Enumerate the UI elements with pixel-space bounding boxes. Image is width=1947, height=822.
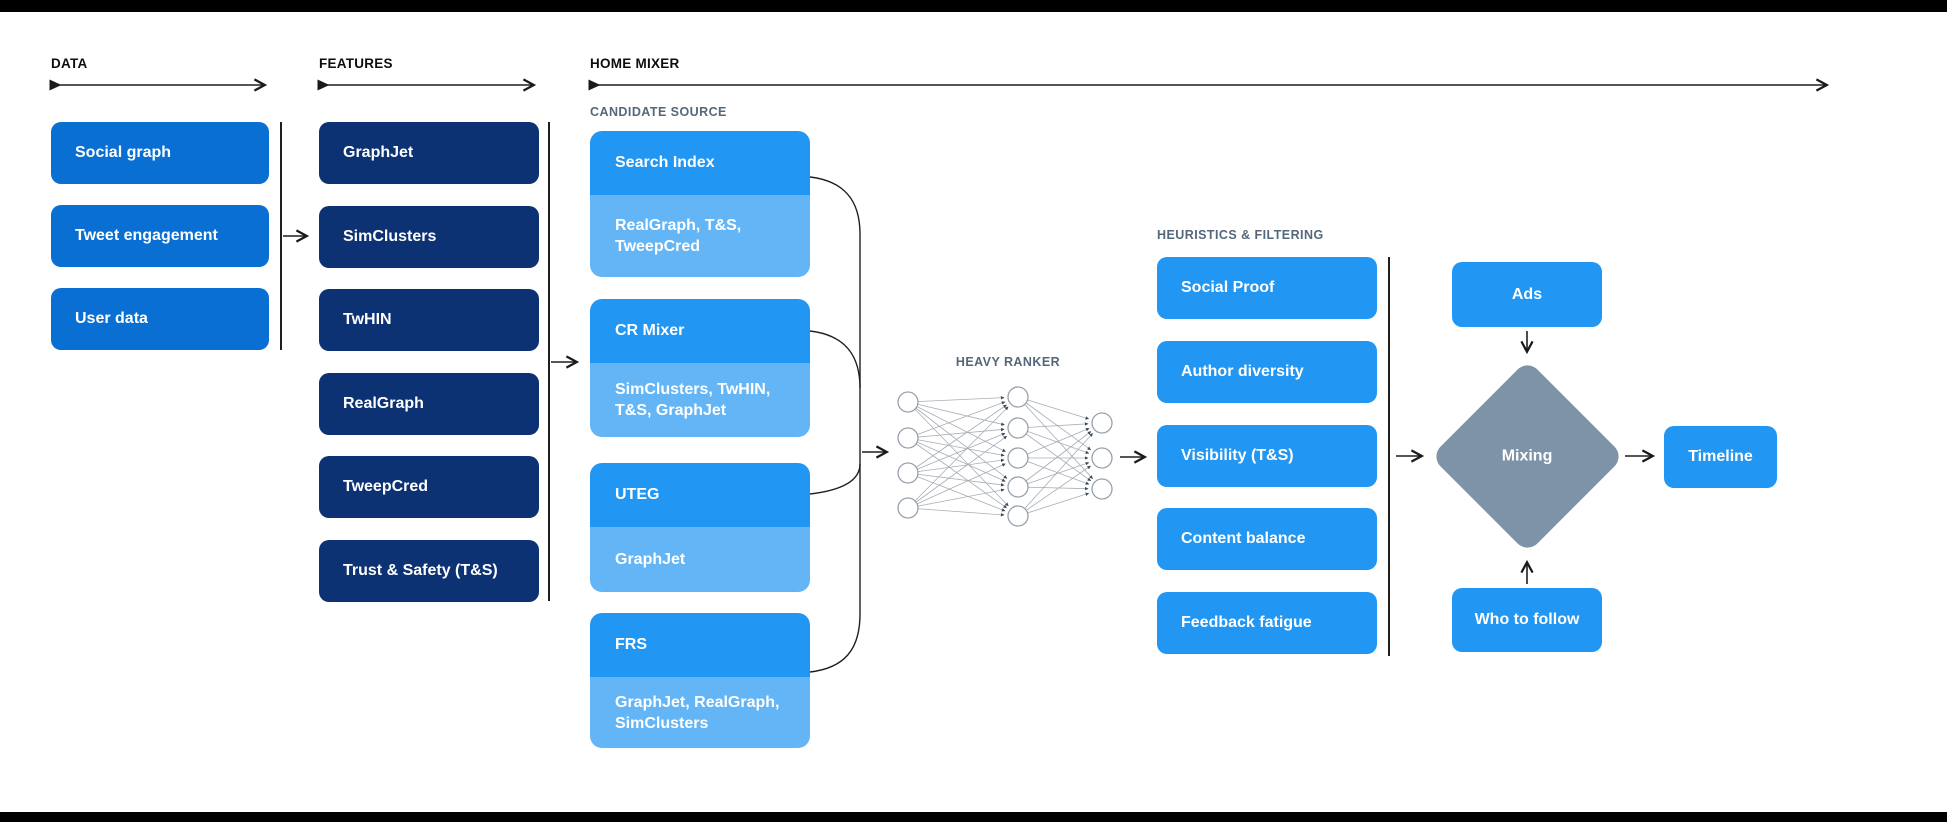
box-social-graph: Social graph xyxy=(51,122,269,184)
label-candidate-source: CANDIDATE SOURCE xyxy=(590,105,727,119)
candidate-sources: RealGraph, T&S, TweepCred xyxy=(590,195,810,277)
candidate-group-cr-mixer: CR Mixer SimClusters, TwHIN, T&S, GraphJ… xyxy=(590,299,810,437)
section-label-home-mixer: HOME MIXER xyxy=(590,56,680,71)
section-label-features: FEATURES xyxy=(319,56,393,71)
label-heavy-ranker: HEAVY RANKER xyxy=(955,355,1061,369)
candidate-title: CR Mixer xyxy=(590,299,810,363)
box-trust-safety: Trust & Safety (T&S) xyxy=(319,540,539,602)
connector-search-index xyxy=(809,176,861,235)
box-content-balance: Content balance xyxy=(1157,508,1377,570)
neural-network xyxy=(897,386,1113,527)
candidate-group-frs: FRS GraphJet, RealGraph, SimClusters xyxy=(590,613,810,748)
candidate-group-uteg: UTEG GraphJet xyxy=(590,463,810,592)
box-ads: Ads xyxy=(1452,262,1602,327)
box-simclusters: SimClusters xyxy=(319,206,539,268)
box-graphjet: GraphJet xyxy=(319,122,539,184)
label-heuristics-filtering: HEURISTICS & FILTERING xyxy=(1157,228,1324,242)
neural-network-edges xyxy=(907,395,1093,517)
connector-uteg xyxy=(809,463,861,495)
bottom-black-bar xyxy=(0,812,1947,822)
candidate-title: Search Index xyxy=(590,131,810,195)
box-tweepcred: TweepCred xyxy=(319,456,539,518)
candidate-title: FRS xyxy=(590,613,810,677)
box-social-proof: Social Proof xyxy=(1157,257,1377,319)
box-who-to-follow: Who to follow xyxy=(1452,588,1602,652)
mixing-diamond: Mixing xyxy=(1430,359,1625,554)
box-realgraph: RealGraph xyxy=(319,373,539,435)
connector-cr-mixer xyxy=(809,330,861,389)
box-author-diversity: Author diversity xyxy=(1157,341,1377,403)
top-black-bar xyxy=(0,0,1947,12)
candidate-sources: GraphJet, RealGraph, SimClusters xyxy=(590,677,810,748)
box-tweet-engagement: Tweet engagement xyxy=(51,205,269,267)
section-label-data: DATA xyxy=(51,56,88,71)
candidate-group-search-index: Search Index RealGraph, T&S, TweepCred xyxy=(590,131,810,277)
box-timeline: Timeline xyxy=(1664,426,1777,488)
box-feedback-fatigue: Feedback fatigue xyxy=(1157,592,1377,654)
box-twhin: TwHIN xyxy=(319,289,539,351)
candidate-sources: GraphJet xyxy=(590,527,810,592)
candidate-title: UTEG xyxy=(590,463,810,527)
box-user-data: User data xyxy=(51,288,269,350)
connector-frs xyxy=(809,613,861,673)
box-visibility: Visibility (T&S) xyxy=(1157,425,1377,487)
candidate-sources: SimClusters, TwHIN, T&S, GraphJet xyxy=(590,363,810,437)
mixing-diamond-label: Mixing xyxy=(1502,447,1553,465)
